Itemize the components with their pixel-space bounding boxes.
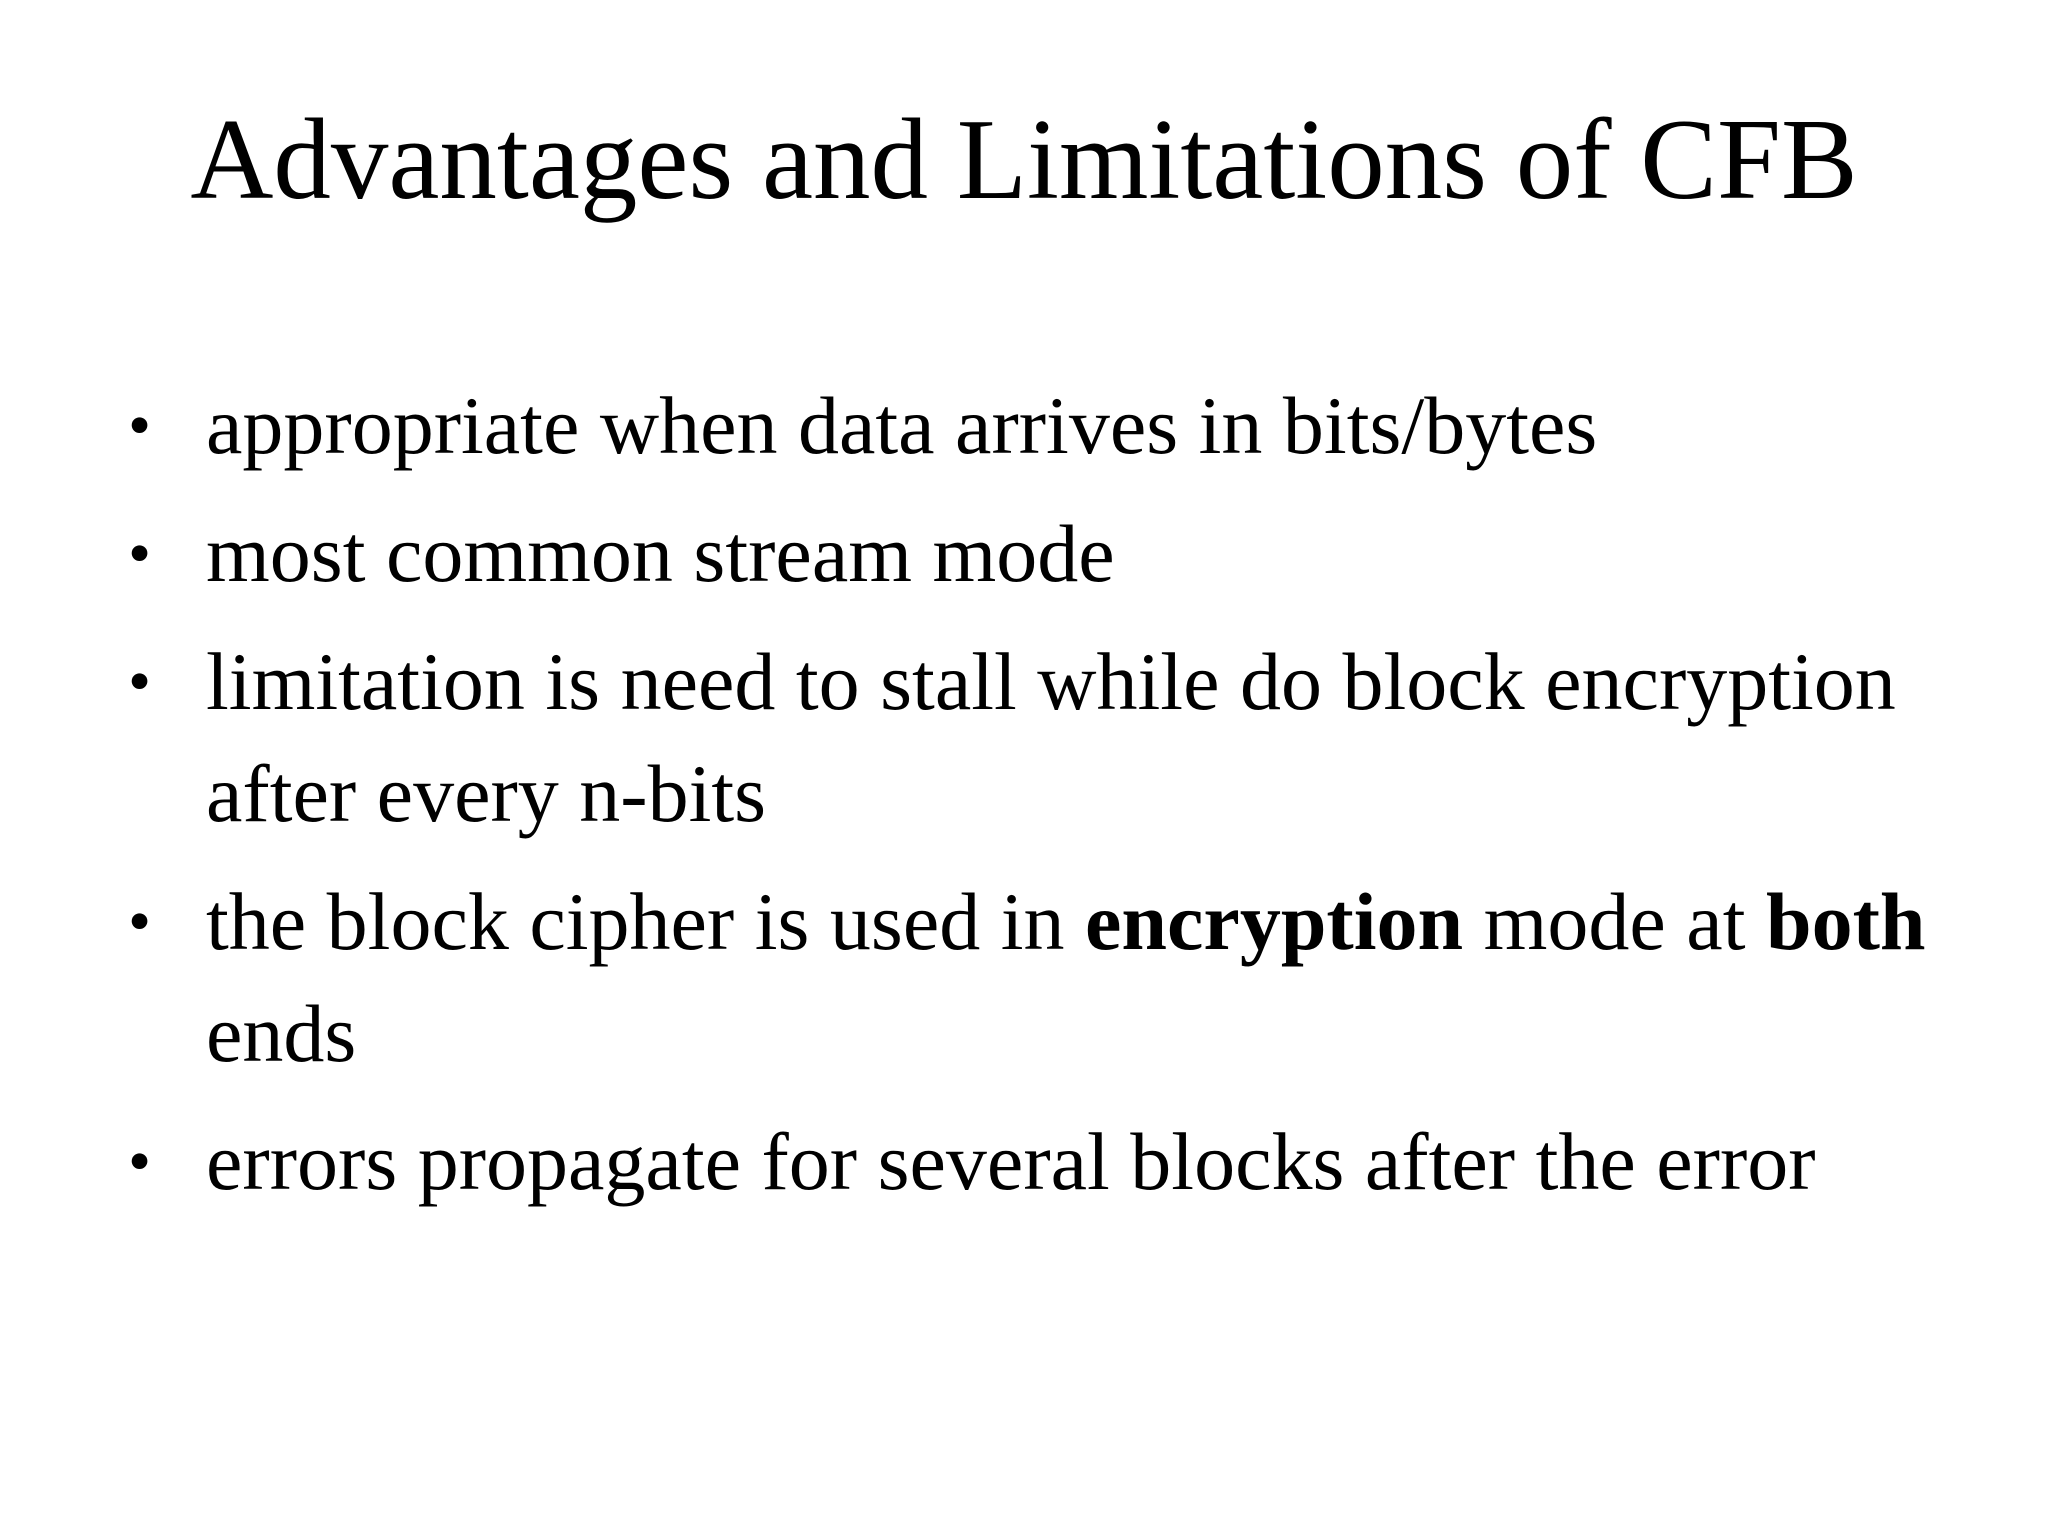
- bullet-text-segment: limitation is need to stall while do blo…: [206, 635, 1896, 839]
- bullet-text-segment: errors propagate for several blocks afte…: [206, 1115, 1816, 1207]
- bullet-text: limitation is need to stall while do blo…: [206, 626, 1986, 850]
- bullet-text-segment: encryption: [1085, 875, 1464, 967]
- bullet-marker: •: [128, 644, 152, 718]
- bullet-item: • errors propagate for several blocks aft…: [128, 1106, 2048, 1218]
- bullet-text-segment: most common stream mode: [206, 507, 1115, 599]
- bullet-text-segment: both: [1765, 875, 1926, 967]
- bullet-list: • appropriate when data arrives in bits/b…: [0, 370, 2048, 1218]
- bullet-marker: •: [128, 884, 152, 958]
- bullet-text-segment: mode at: [1463, 875, 1766, 967]
- bullet-text-segment: the block cipher is used in: [206, 875, 1086, 967]
- bullet-marker: •: [128, 388, 152, 462]
- bullet-item: • most common stream mode: [128, 498, 2048, 610]
- bullet-text: the block cipher is used in encryption m…: [206, 866, 1986, 1090]
- bullet-text-segment: appropriate when data arrives in bits/by…: [206, 379, 1598, 471]
- slide-title: Advantages and Limitations of CFB: [190, 96, 1858, 223]
- bullet-marker: •: [128, 516, 152, 590]
- bullet-text: appropriate when data arrives in bits/by…: [206, 370, 1986, 482]
- bullet-item: • limitation is need to stall while do bl…: [128, 626, 2048, 850]
- bullet-text: most common stream mode: [206, 498, 1986, 610]
- bullet-item: • appropriate when data arrives in bits/b…: [128, 370, 2048, 482]
- bullet-marker: •: [128, 1124, 152, 1198]
- bullet-text-segment: ends: [206, 987, 357, 1079]
- bullet-item: • the block cipher is used in encryption …: [128, 866, 2048, 1090]
- bullet-text: errors propagate for several blocks afte…: [206, 1106, 1986, 1218]
